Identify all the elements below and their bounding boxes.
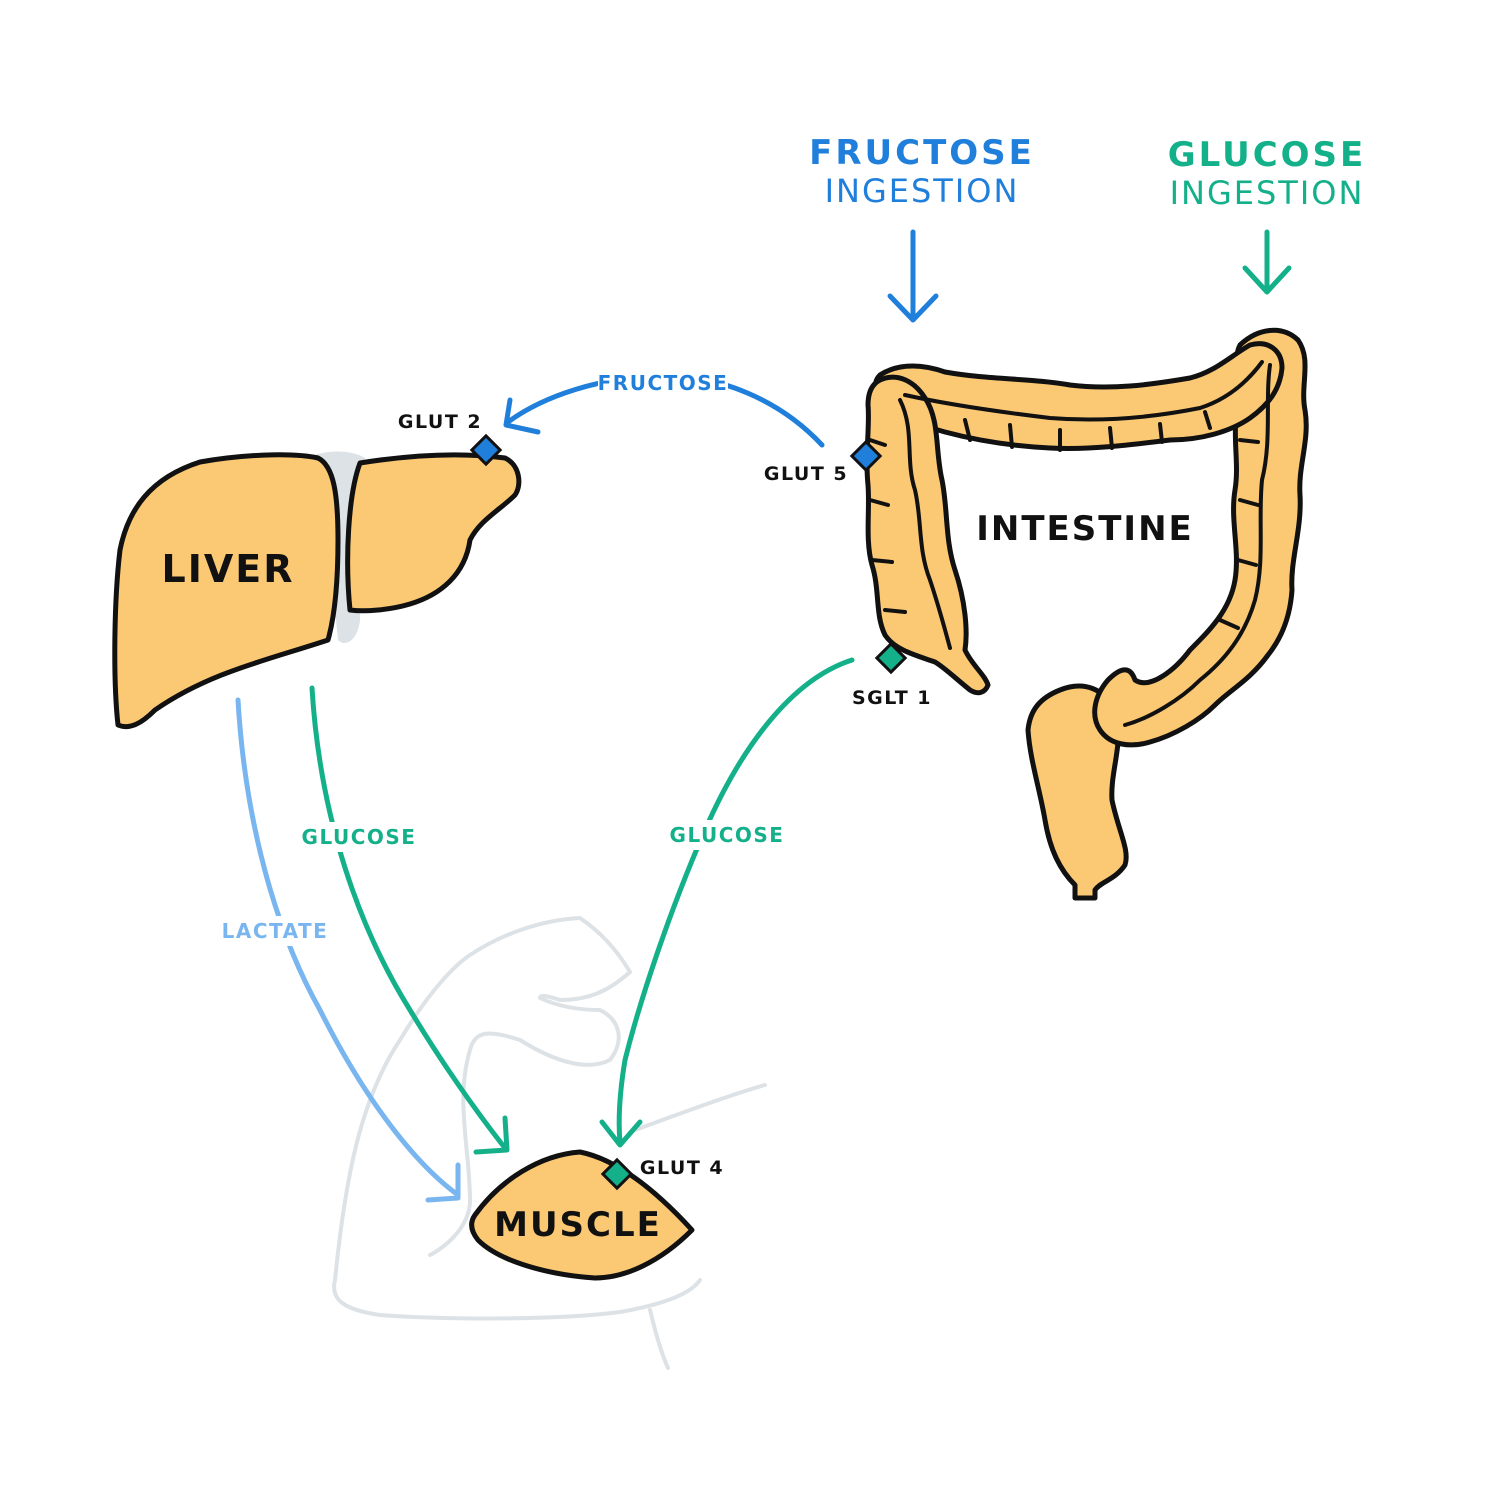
glucose-ingestion-title: GLUCOSE xyxy=(1168,135,1367,175)
intestine-glucose-flow-line xyxy=(616,657,855,1146)
intestine-glucose-flow-label: GLUCOSE xyxy=(670,823,785,847)
fructose-flow-arrowhead xyxy=(503,397,541,435)
flow-intestine-to-muscle-glucose: GLUCOSE xyxy=(599,657,855,1148)
glut5-label: GLUT 5 xyxy=(764,463,848,485)
glut4-marker xyxy=(600,1157,634,1191)
muscle xyxy=(469,1149,695,1281)
glucose-ingestion-arrowhead xyxy=(1242,265,1292,295)
fructose-flow-label-bg xyxy=(598,368,728,398)
liver-glucose-flow-label: GLUCOSE xyxy=(302,825,417,849)
flow-liver-to-muscle-lactate: LACTATE xyxy=(220,697,461,1203)
flow-liver-to-muscle-glucose: GLUCOSE xyxy=(300,685,510,1155)
fructose-ingestion-arrowhead xyxy=(887,293,939,323)
glut4-label: GLUT 4 xyxy=(640,1157,724,1179)
intestine-ascending-colon xyxy=(864,374,991,696)
intestine-haustra-2 xyxy=(868,438,1260,630)
intestine-haustra-1 xyxy=(963,410,1212,452)
lactate-flow-arrowhead xyxy=(425,1162,461,1203)
glut2-marker xyxy=(469,433,503,467)
fructose-ingestion-subtitle: INGESTION xyxy=(825,172,1020,210)
liver-glucose-flow-line xyxy=(309,685,508,1151)
intestine-glucose-flow-arrowhead xyxy=(599,1119,643,1148)
liver-glucose-flow-arrowhead xyxy=(473,1115,510,1155)
glut5-marker xyxy=(849,439,883,473)
sglt1-marker xyxy=(874,641,908,675)
intestine xyxy=(864,327,1309,901)
liver-glucose-flow-label-bg xyxy=(300,822,418,852)
muscle-body xyxy=(469,1149,695,1281)
muscle-label: MUSCLE xyxy=(494,1205,662,1245)
intestine-inner-fold-right xyxy=(1123,363,1272,727)
sglt1-label: SGLT 1 xyxy=(852,687,932,709)
lactate-flow-line xyxy=(235,697,461,1198)
liver-right-lobe xyxy=(112,452,341,730)
liver-left-lobe xyxy=(345,452,522,614)
glucose-ingestion-arrow xyxy=(1242,229,1292,295)
intestine-inner-fold-left xyxy=(898,398,952,650)
glut2-label: GLUT 2 xyxy=(398,411,482,433)
fructose-ingestion-title: FRUCTOSE xyxy=(809,133,1035,173)
fructose-flow-label: FRUCTOSE xyxy=(598,371,729,395)
arm-silhouette xyxy=(332,916,767,1370)
intestine-transverse-colon xyxy=(872,341,1285,451)
liver-label: LIVER xyxy=(162,547,295,591)
intestine-inner-fold-top xyxy=(903,360,1264,422)
fructose-ingestion-arrow xyxy=(887,229,939,323)
glucose-ingestion-subtitle: INGESTION xyxy=(1170,174,1365,212)
intestine-label: INTESTINE xyxy=(976,509,1194,549)
flow-intestine-to-liver-fructose: FRUCTOSE xyxy=(503,368,825,448)
lactate-flow-label: LACTATE xyxy=(222,919,329,943)
lactate-flow-label-bg xyxy=(220,916,330,946)
intestine-descending-colon xyxy=(1092,327,1309,748)
intestine-glucose-flow-label-bg xyxy=(668,820,786,850)
